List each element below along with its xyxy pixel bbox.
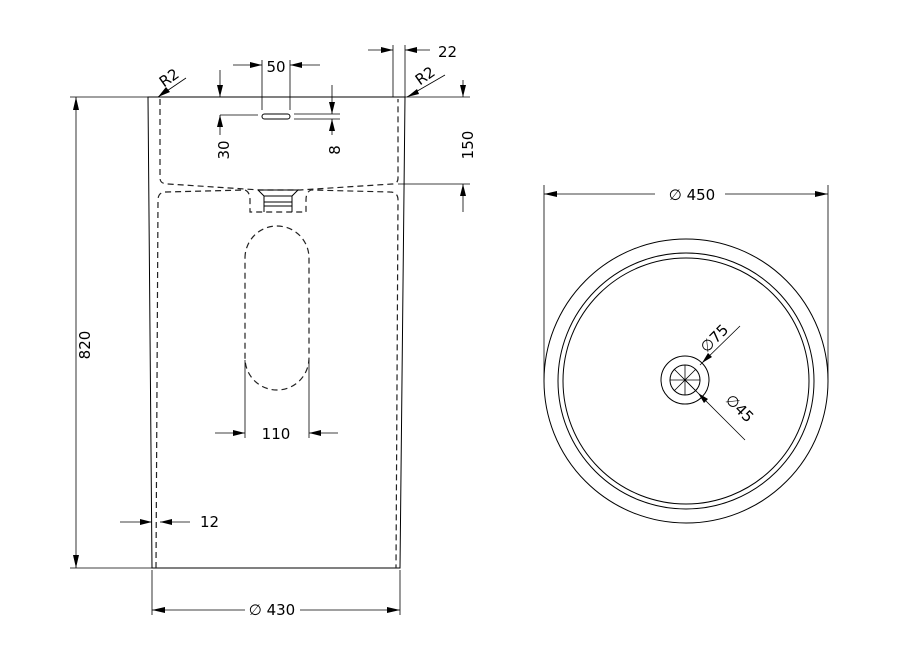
overflow-offset-label: 30	[215, 140, 233, 159]
drain-fitting	[257, 189, 300, 212]
rim-thickness-label: 22	[438, 43, 457, 61]
body-hidden-line	[155, 189, 399, 569]
depth-label: 150	[459, 131, 477, 160]
top-dimension-lines	[543, 185, 829, 441]
dimension-lines	[70, 45, 470, 615]
overflow-width-label: 50	[266, 58, 285, 76]
inner-rim	[557, 252, 815, 510]
basin-outline	[147, 96, 406, 569]
front-view: 820 ∅ 430 12 150 22 50 30 8 110 R2 R2	[70, 43, 477, 619]
top-view: ∅ 450 ∅75 ∅45	[543, 185, 829, 524]
outer-diameter-label: ∅ 450	[669, 186, 715, 204]
drain-outer-label: ∅75	[697, 321, 732, 356]
bowl-edge	[562, 257, 810, 505]
drain-outer	[660, 355, 710, 405]
radius-left-label: R2	[156, 65, 183, 91]
height-label: 820	[76, 331, 94, 360]
base-diameter-label: ∅ 430	[249, 601, 295, 619]
cutout-width-label: 110	[262, 425, 291, 443]
overflow-height-label: 8	[326, 145, 344, 155]
cutout-hidden-line	[244, 225, 310, 391]
radius-right-label: R2	[412, 63, 439, 89]
overflow-slot	[261, 113, 291, 120]
drain-inner-label: ∅45	[722, 391, 757, 426]
bowl-hidden-line	[159, 99, 399, 191]
wall-label: 12	[200, 513, 219, 531]
outer-rim	[543, 238, 829, 524]
